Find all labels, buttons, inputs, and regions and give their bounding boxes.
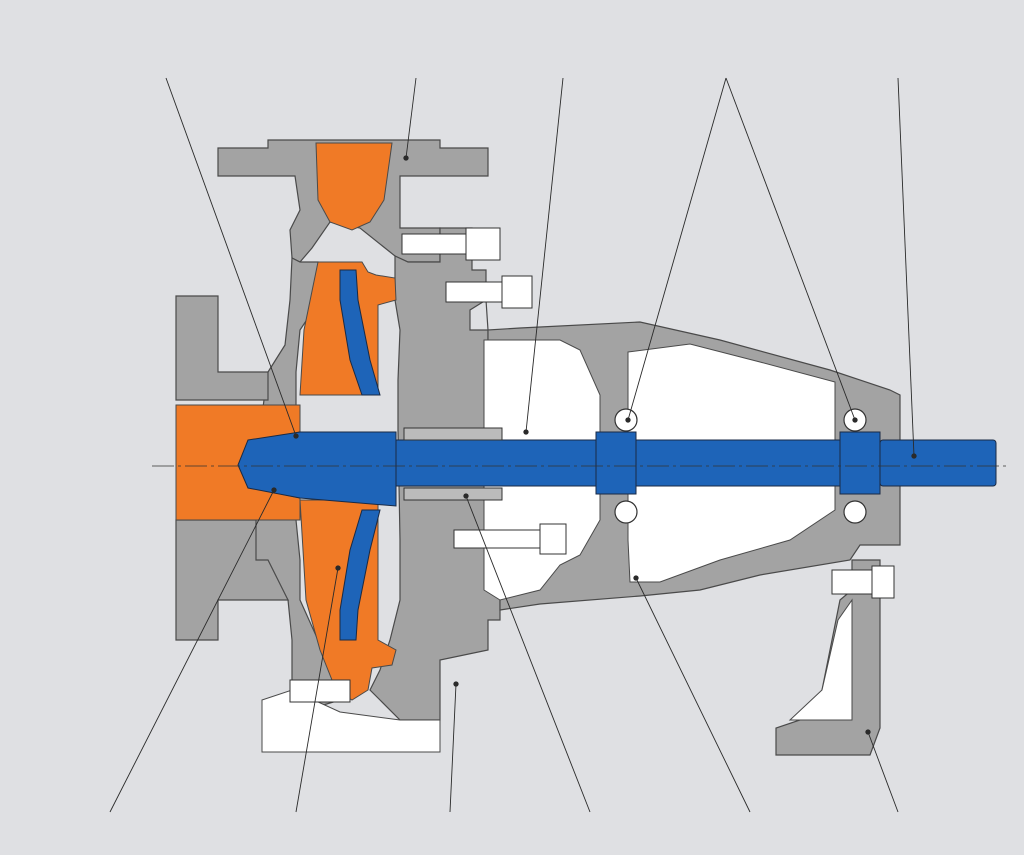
leader-line xyxy=(295,567,339,813)
shaft-middle xyxy=(635,439,841,487)
ball-bearings xyxy=(614,408,867,524)
discharge-passage xyxy=(315,142,393,231)
leader-line xyxy=(405,77,417,159)
bearing-ball xyxy=(843,500,867,524)
leader-dot xyxy=(523,429,529,435)
packing-bottom xyxy=(403,487,503,501)
support-foot xyxy=(775,559,881,756)
bolt xyxy=(453,529,545,549)
shaft-end xyxy=(879,439,997,487)
leader-line xyxy=(867,731,899,813)
leader-dot xyxy=(293,433,299,439)
leader-line xyxy=(525,77,564,433)
bolt xyxy=(831,569,873,595)
foot-window xyxy=(788,598,853,721)
packing-rings xyxy=(403,427,503,501)
shaft xyxy=(395,439,597,487)
bolt xyxy=(445,281,503,303)
bolt-nut xyxy=(465,227,501,261)
leader-dot xyxy=(852,417,858,423)
leader-dot xyxy=(453,681,459,687)
suction-nozzle xyxy=(175,295,289,641)
leader-dot xyxy=(463,493,469,499)
impeller-hub xyxy=(237,431,397,507)
impeller-upper xyxy=(339,269,381,396)
leader-line xyxy=(627,77,727,421)
leader-dot xyxy=(633,575,639,581)
impeller-lower xyxy=(339,509,381,641)
leader-line xyxy=(165,77,297,437)
leader-line xyxy=(109,489,275,813)
leader-line xyxy=(725,77,856,421)
bolt-nut xyxy=(871,565,895,599)
leader-dot xyxy=(625,417,631,423)
leader-dot xyxy=(911,453,917,459)
packing-top xyxy=(403,427,503,441)
rotor-assembly xyxy=(237,269,997,641)
bolt-nut xyxy=(501,275,533,309)
bolt xyxy=(401,233,467,255)
leader-line xyxy=(635,577,751,813)
leader-dot xyxy=(271,487,277,493)
shaft-bearing-section-2 xyxy=(839,431,881,495)
bearing-ball xyxy=(614,500,638,524)
bolt-nut xyxy=(539,523,567,555)
bolts xyxy=(289,227,895,703)
bolt xyxy=(289,679,351,703)
leader-dot xyxy=(335,565,341,571)
leader-dot xyxy=(865,729,871,735)
shaft-bearing-section xyxy=(595,431,637,495)
leader-line xyxy=(897,77,915,457)
leader-line xyxy=(449,683,457,813)
leader-dot xyxy=(403,155,409,161)
leader-line xyxy=(465,495,591,813)
leader-lines xyxy=(109,77,917,813)
